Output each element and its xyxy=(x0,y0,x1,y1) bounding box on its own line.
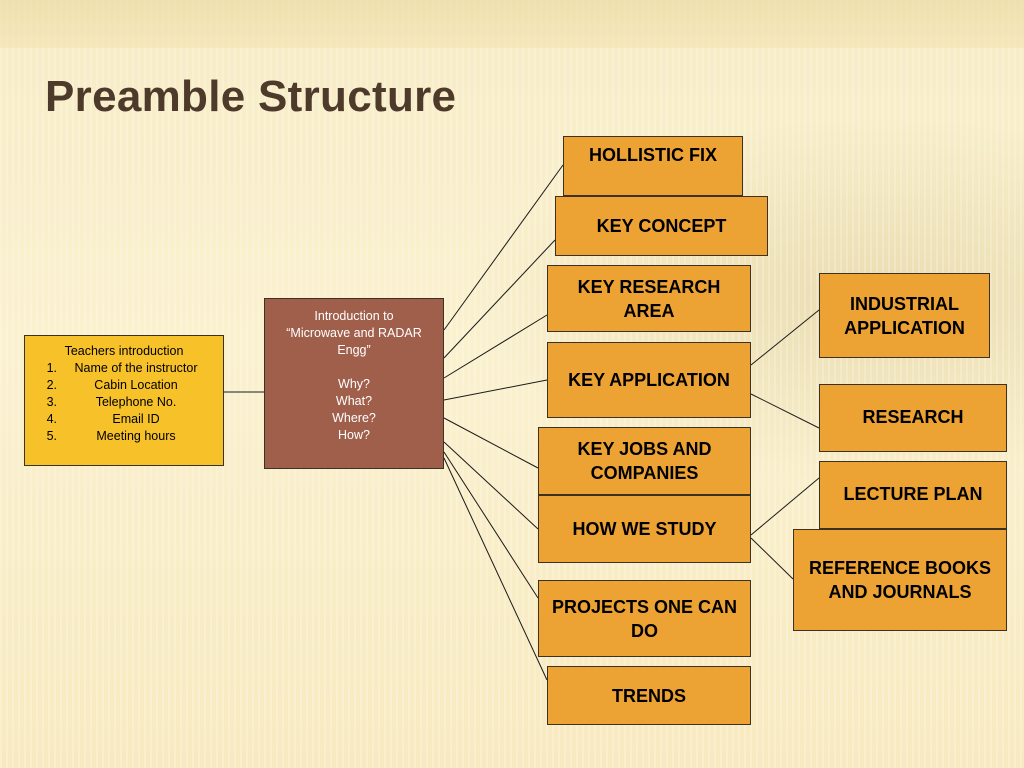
topic-key-concept: KEY CONCEPT xyxy=(555,196,768,256)
intro-line: What? xyxy=(335,394,373,408)
connector-intro-trends xyxy=(443,457,548,681)
connector-study-lecture xyxy=(750,477,820,536)
teacher-intro-item: 4. Email ID xyxy=(46,412,160,426)
topic-hollistic-fix: HOLLISTIC FIX xyxy=(563,136,743,196)
teacher-intro-box: Teachers introduction 1. Name of the ins… xyxy=(24,335,224,466)
intro-line: Why? xyxy=(338,377,370,391)
connector-intro-research-area xyxy=(443,314,548,379)
topic-key-research-area: KEY RESEARCH AREA xyxy=(547,265,751,332)
connector-study-reference xyxy=(750,537,794,580)
topic-trends: TRENDS xyxy=(547,666,751,725)
intro-line: Where? xyxy=(332,411,376,425)
application-industrial: INDUSTRIAL APPLICATION xyxy=(819,273,990,358)
intro-line xyxy=(265,359,443,376)
intro-box: Introduction to “Microwave and RADAR Eng… xyxy=(264,298,444,469)
connector-intro-hollistic xyxy=(443,164,564,331)
topic-key-jobs: KEY JOBS AND COMPANIES xyxy=(538,427,751,495)
connector-intro-study xyxy=(443,441,539,530)
intro-line: Engg” xyxy=(337,343,371,357)
teacher-intro-item: 2. Cabin Location xyxy=(46,378,178,392)
connector-intro-projects xyxy=(443,451,539,599)
intro-line: Introduction to xyxy=(314,309,394,323)
teacher-intro-item: 1. Name of the instructor xyxy=(46,361,198,375)
connector-application-industrial xyxy=(750,309,820,366)
connector-application-research xyxy=(750,393,820,429)
slide-title: Preamble Structure xyxy=(45,72,457,121)
application-research: RESEARCH xyxy=(819,384,1007,452)
connector-intro-jobs xyxy=(443,417,539,469)
connector-intro-concept xyxy=(443,239,556,359)
topic-projects: PROJECTS ONE CAN DO xyxy=(538,580,751,657)
header-band xyxy=(0,0,1024,48)
teacher-intro-heading: Teachers introduction xyxy=(64,344,184,358)
teacher-intro-item: 5. Meeting hours xyxy=(46,429,176,443)
topic-key-application: KEY APPLICATION xyxy=(547,342,751,418)
intro-line: “Microwave and RADAR xyxy=(286,326,422,340)
study-reference-books: REFERENCE BOOKS AND JOURNALS xyxy=(793,529,1007,631)
topic-how-we-study: HOW WE STUDY xyxy=(538,495,751,563)
study-lecture-plan: LECTURE PLAN xyxy=(819,461,1007,529)
teacher-intro-item: 3. Telephone No. xyxy=(46,395,177,409)
connector-intro-application xyxy=(443,379,548,401)
intro-line: How? xyxy=(338,428,370,442)
